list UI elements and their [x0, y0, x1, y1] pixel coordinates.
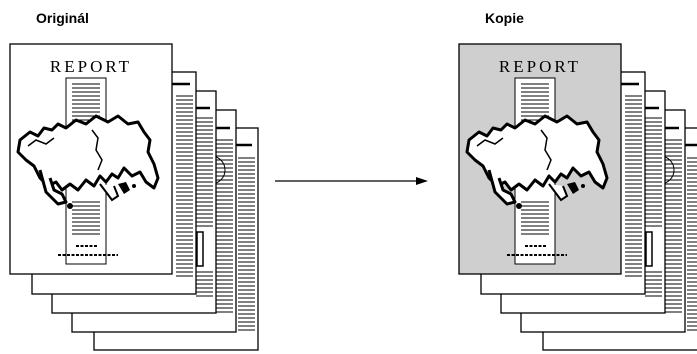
copy-report-title: REPORT: [499, 57, 581, 76]
original-report-title: REPORT: [50, 57, 132, 76]
copy-label: Kopie: [485, 10, 524, 26]
right-arrow-icon: [275, 177, 428, 185]
original-label: Originál: [36, 10, 89, 26]
original-document-stack: REPORT: [9, 43, 260, 352]
copy-document-stack: REPORT: [458, 43, 697, 352]
